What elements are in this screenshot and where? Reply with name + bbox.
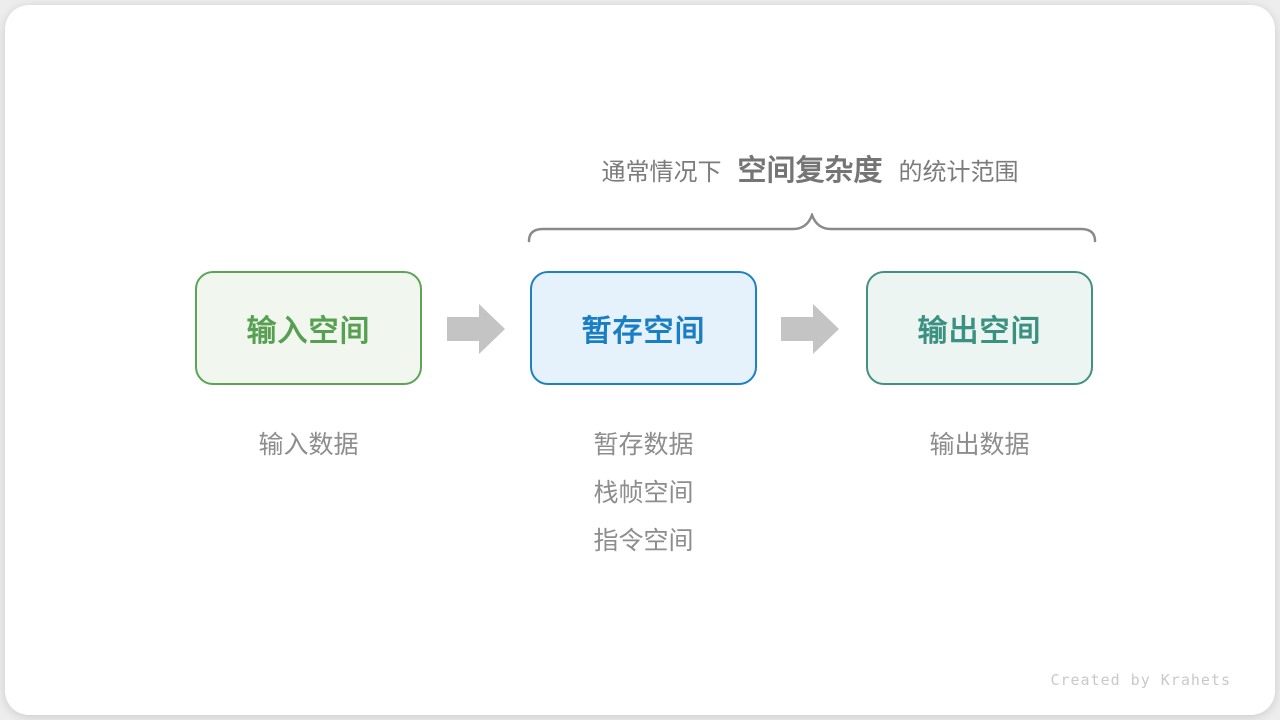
brace-icon — [527, 213, 1097, 243]
scope-title-suffix: 的统计范围 — [898, 159, 1019, 186]
box-output-space: 输出空间 — [866, 271, 1093, 385]
note-instruction-space: 指令空间 — [593, 527, 694, 555]
note-stack-frame-space: 栈帧空间 — [593, 479, 694, 507]
box-input-space-label: 输入空间 — [246, 315, 371, 348]
box-temp-space-label: 暂存空间 — [581, 315, 706, 348]
watermark-credit: Created by Krahets — [1050, 671, 1231, 689]
box-output-space-label: 输出空间 — [917, 315, 1042, 348]
arrow-right-icon — [447, 304, 505, 354]
output-space-notes: 输出数据 — [866, 421, 1093, 469]
arrow-right-icon — [781, 304, 839, 354]
diagram-card: 通常情况下 空间复杂度 的统计范围 输入空间 暂存空间 输出空间 输入数据 暂存… — [5, 5, 1275, 715]
input-space-notes: 输入数据 — [195, 421, 422, 469]
box-input-space: 输入空间 — [195, 271, 422, 385]
box-temp-space: 暂存空间 — [530, 271, 757, 385]
scope-title: 通常情况下 空间复杂度 的统计范围 — [485, 147, 1135, 195]
scope-title-highlight: 空间复杂度 — [737, 155, 883, 187]
note-output-data: 输出数据 — [929, 431, 1030, 459]
note-temp-data: 暂存数据 — [593, 431, 694, 459]
scope-title-prefix: 通常情况下 — [601, 159, 722, 186]
temp-space-notes: 暂存数据 栈帧空间 指令空间 — [530, 421, 757, 565]
note-input-data: 输入数据 — [258, 431, 359, 459]
